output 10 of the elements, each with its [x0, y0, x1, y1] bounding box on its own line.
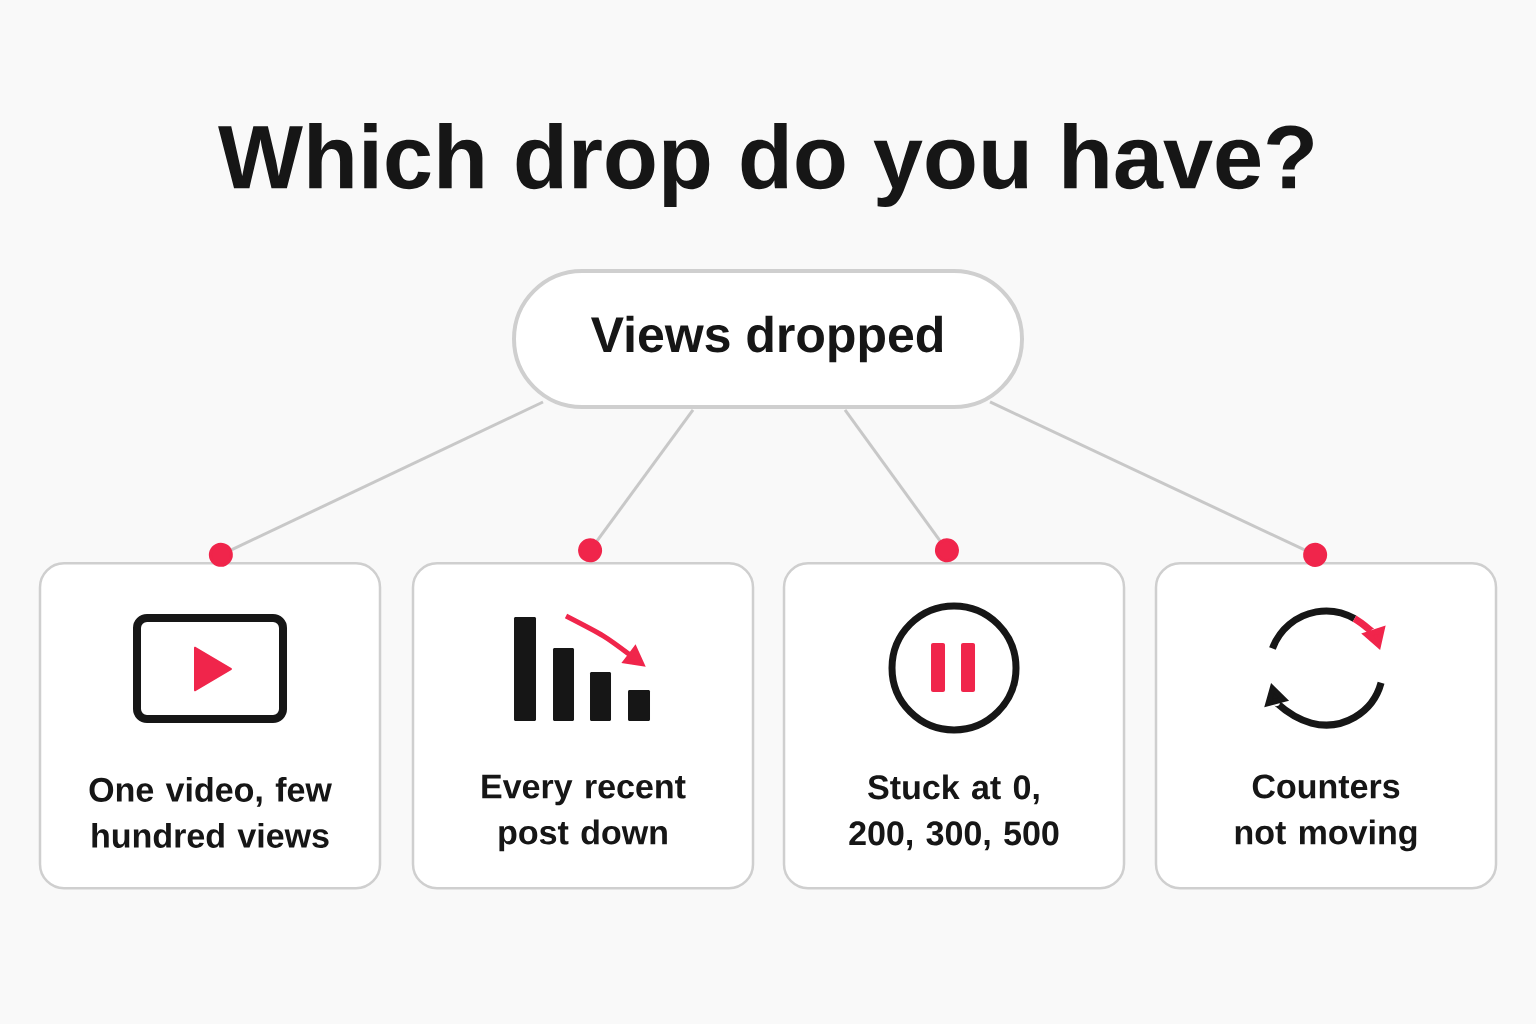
connector — [843, 409, 959, 563]
pill-box: Views dropped — [512, 269, 1024, 409]
connector — [208, 400, 544, 567]
card-box: One video, few hundred views — [38, 562, 382, 890]
connector — [989, 400, 1328, 567]
card-box: Stuck at 0, 200, 300, 500 — [782, 562, 1126, 890]
card-box: Counters not moving — [1154, 562, 1498, 890]
title: Which drop do you have? — [218, 123, 1313, 207]
card-box: Every recent post down — [411, 562, 755, 890]
connector — [578, 409, 695, 563]
